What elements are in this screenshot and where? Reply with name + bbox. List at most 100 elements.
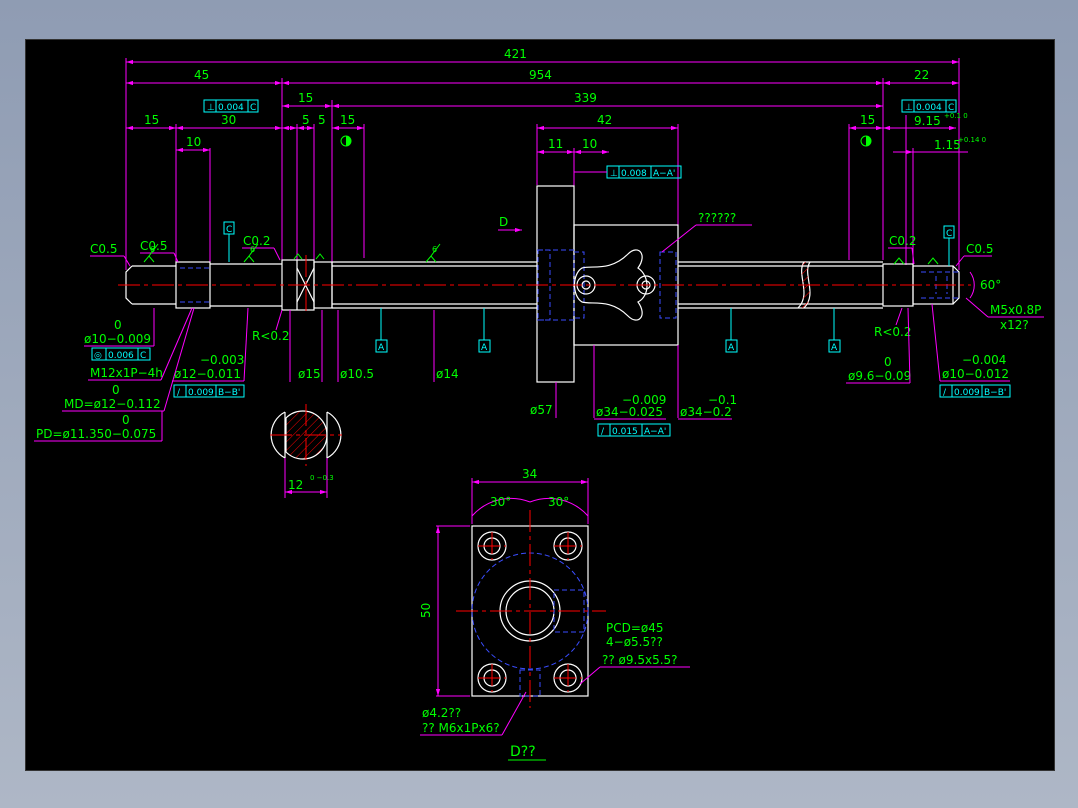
svg-text:A: A [831,343,838,353]
svg-text:34: 34 [522,467,537,481]
svg-text:12: 12 [288,478,303,492]
svg-text:0.006: 0.006 [108,351,134,361]
svg-text:30°: 30° [548,495,569,509]
dim-339: 339 [574,91,597,105]
svg-text:R<0.2: R<0.2 [252,329,289,343]
svg-text:A: A [481,343,488,353]
fcf-conc-left[interactable]: ◎ 0.006 C [91,347,151,361]
svg-text:A−A': A−A' [653,169,675,179]
svg-text:ø34−0.2: ø34−0.2 [680,405,732,419]
svg-text:6: 6 [150,245,155,254]
svg-text:ø15: ø15 [298,367,321,381]
svg-text:?? ø9.5x5.5?: ?? ø9.5x5.5? [602,653,678,667]
svg-text:C0.2: C0.2 [889,234,916,248]
svg-text:−0.1: −0.1 [708,393,737,407]
svg-text:D: D [499,215,508,229]
cad-viewport[interactable]: 421 45 954 22 15 339 15 30 10 5 5 15 [25,39,1055,771]
dim-9-15: 9.15 [914,114,941,128]
svg-text:0.015: 0.015 [612,427,638,437]
svg-text:C: C [948,103,954,113]
svg-text:ø34−0.025: ø34−0.025 [596,405,663,419]
svg-text:R<0.2: R<0.2 [874,325,911,339]
dim-5b: 5 [318,113,326,127]
svg-text:C0.5: C0.5 [90,242,117,256]
svg-text:M5x0.8P: M5x0.8P [990,303,1041,317]
svg-text:⊥: ⊥ [905,103,913,113]
svg-text:◎: ◎ [94,351,102,361]
view-d-title: D?? [510,744,536,760]
dim-11: 11 [548,137,563,151]
svg-text:6: 6 [432,245,437,254]
ball-nut[interactable] [536,185,679,383]
svg-text:4−ø5.5??: 4−ø5.5?? [606,635,663,649]
dim-22: 22 [914,68,929,82]
fcf-runout-nut[interactable]: / 0.015 A−A' [597,423,671,437]
dim-421: 421 [504,47,527,61]
dim-10: 10 [186,135,201,149]
svg-text:6: 6 [250,245,255,254]
svg-text:/: / [601,427,605,437]
svg-text:C0.5: C0.5 [966,242,993,256]
svg-text:0.008: 0.008 [621,169,647,179]
dim-9-15-tol: +0.1 0 [944,112,968,120]
dim-15c: 15 [340,113,355,127]
svg-text:/: / [943,388,947,398]
svg-text:−0.009: −0.009 [622,393,666,407]
svg-text:0.004: 0.004 [916,103,942,113]
shaft-annotations: C0.5 C0.5 C0.2 C C 6 6 6 C0.2 C0.5 [34,135,1044,442]
top-dimensions: 421 45 954 22 15 339 15 30 10 5 5 15 [125,47,986,270]
svg-text:60°: 60° [980,278,1001,292]
svg-text:C: C [250,103,256,113]
fcf-perp-right[interactable]: ⊥ 0.004 C [901,99,957,113]
svg-text:M12x1P−4h: M12x1P−4h [90,366,163,380]
svg-text:⊥: ⊥ [610,169,618,179]
dim-15d: 15 [860,113,875,127]
svg-text:ø10.5: ø10.5 [340,367,374,381]
dim-45: 45 [194,68,209,82]
svg-text:ø57: ø57 [530,403,553,417]
svg-text:B−B': B−B' [984,388,1006,398]
svg-text:C: C [140,351,146,361]
dim-10b: 10 [582,137,597,151]
svg-text:PCD=ø45: PCD=ø45 [606,621,664,635]
dim-954: 954 [529,68,552,82]
svg-text:MD=ø12−0.112: MD=ø12−0.112 [64,397,161,411]
dim-1-15: 1.15 [934,138,961,152]
svg-text:C: C [946,229,952,239]
svg-text:⊥: ⊥ [207,103,215,113]
svg-text:ø12−0.011: ø12−0.011 [174,367,241,381]
svg-text:ø10−0.012: ø10−0.012 [942,367,1009,381]
dim-5a: 5 [302,113,310,127]
svg-text:50: 50 [419,603,433,618]
svg-text:0: 0 [114,318,122,332]
svg-text:0: 0 [112,383,120,397]
keyway-section[interactable]: 12 0 −0.3 [270,404,342,498]
fcf-perp-left[interactable]: ⊥ 0.004 C [203,99,259,113]
svg-text:ø10−0.009: ø10−0.009 [84,332,151,346]
svg-text:C0.2: C0.2 [243,234,270,248]
svg-text:PD=ø11.350−0.075: PD=ø11.350−0.075 [36,427,156,441]
svg-text:30°: 30° [490,495,511,509]
dim-15a: 15 [298,91,313,105]
svg-text:−0.004: −0.004 [962,353,1006,367]
svg-text:ø4.2??: ø4.2?? [422,706,461,720]
flange-view-d[interactable]: 34 30° 30° 50 PCD=ø45 4−ø5.5?? ?? ø9.5x5… [419,467,690,761]
svg-text:0 −0.3: 0 −0.3 [310,474,334,482]
fcf-perp-nut[interactable]: ⊥ 0.008 A−A' [574,165,682,179]
svg-text:ø9.6−0.09: ø9.6−0.09 [848,369,911,383]
svg-text:−0.003: −0.003 [200,353,244,367]
svg-text:0: 0 [884,355,892,369]
svg-text:ø14: ø14 [436,367,459,381]
dim-30: 30 [221,113,236,127]
dim-1-15-tol: +0.14 0 [958,136,986,144]
svg-text:A−A': A−A' [644,427,666,437]
svg-text:C: C [226,225,232,235]
svg-text:?? M6x1Px6?: ?? M6x1Px6? [422,721,500,735]
svg-text:/: / [177,388,181,398]
svg-text:0.009: 0.009 [954,388,980,398]
fcf-runout-right[interactable]: / 0.009 B−B' [939,384,1011,398]
drawing-canvas: 421 45 954 22 15 339 15 30 10 5 5 15 [34,47,1044,761]
svg-text:C0.5: C0.5 [140,239,167,253]
svg-text:x12?: x12? [1000,318,1029,332]
fcf-runout-left[interactable]: / 0.009 B−B' [173,384,245,398]
